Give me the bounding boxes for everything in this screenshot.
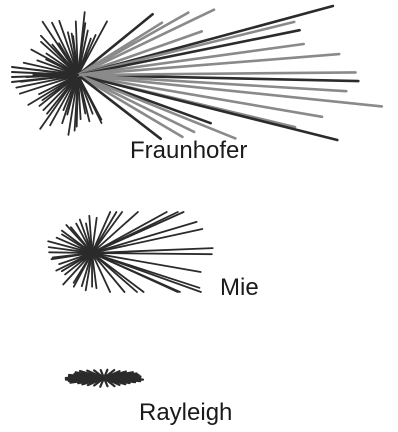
mie-scattering-pattern bbox=[48, 212, 213, 292]
mie-label: Mie bbox=[220, 276, 259, 300]
fraunhofer-ray bbox=[78, 75, 194, 132]
rayleigh-label: Rayleigh bbox=[139, 401, 232, 425]
fraunhofer-ray bbox=[78, 75, 337, 140]
fraunhofer-scattering-pattern bbox=[12, 6, 382, 140]
rayleigh-scattering-pattern bbox=[66, 370, 143, 387]
fraunhofer-label: Fraunhofer bbox=[130, 139, 247, 163]
mie-ray bbox=[92, 253, 212, 254]
mie-ray bbox=[92, 212, 184, 253]
rayleigh-ray bbox=[104, 377, 141, 379]
mie-ray bbox=[92, 253, 201, 272]
